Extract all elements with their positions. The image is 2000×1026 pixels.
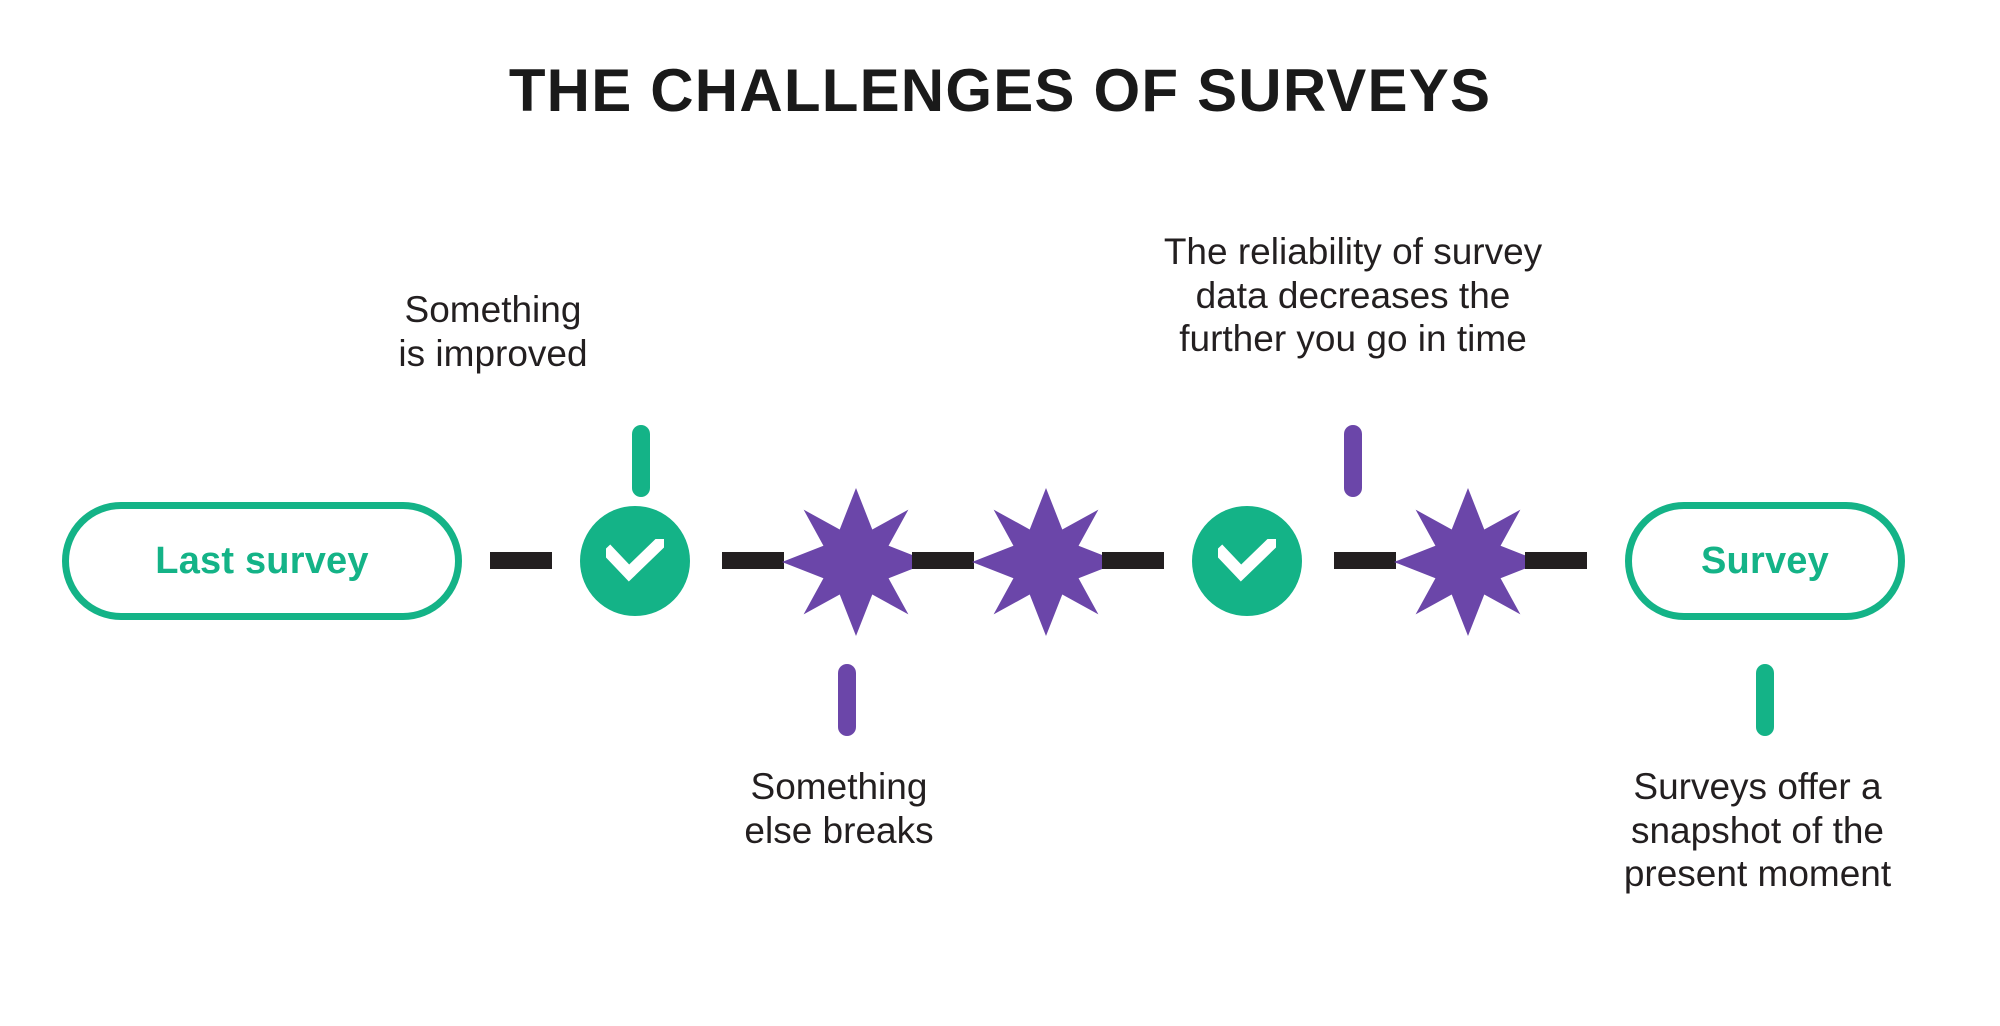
timeline-start-pill-label: Last survey — [155, 539, 369, 582]
timeline-node-check-2[interactable] — [1192, 506, 1302, 616]
stem-breaks — [838, 664, 856, 736]
timeline-node-star-1[interactable] — [782, 488, 930, 636]
timeline-dash-1 — [490, 552, 552, 569]
timeline-node-star-2[interactable] — [972, 488, 1120, 636]
callout-improved: Something is improved — [353, 288, 633, 375]
callout-improved-line-1: Something — [404, 289, 582, 330]
starburst-icon — [1394, 488, 1542, 636]
timeline-node-check-1[interactable] — [580, 506, 690, 616]
callout-breaks: Something else breaks — [694, 765, 984, 852]
stem-improved — [632, 425, 650, 497]
timeline-dash-5 — [1334, 552, 1396, 569]
timeline-end-pill-label: Survey — [1701, 539, 1829, 582]
timeline-dash-4 — [1102, 552, 1164, 569]
timeline-dash-6 — [1525, 552, 1587, 569]
callout-improved-line-2: is improved — [398, 332, 588, 374]
page-title: THE CHALLENGES OF SURVEYS — [508, 57, 1492, 124]
callout-breaks-line-2: else breaks — [744, 809, 934, 851]
callout-reliability-line-2: data decreases the — [1195, 274, 1511, 316]
timeline-end-pill[interactable]: Survey — [1625, 502, 1905, 620]
callout-breaks-line-1: Something — [750, 766, 928, 807]
callout-snapshot-line-3: present moment — [1623, 853, 1892, 895]
starburst-icon — [972, 488, 1120, 636]
callout-snapshot: Surveys offer a snapshot of the present … — [1585, 765, 1930, 896]
timeline-dash-2 — [722, 552, 784, 569]
stem-reliability — [1344, 425, 1362, 497]
callout-snapshot-line-2: snapshot of the — [1630, 809, 1885, 851]
timeline-dash-3 — [912, 552, 974, 569]
timeline: Last survey — [0, 488, 2000, 636]
timeline-start-pill[interactable]: Last survey — [62, 502, 462, 620]
timeline-node-star-3[interactable] — [1394, 488, 1542, 636]
callout-reliability-line-3: further you go in time — [1179, 318, 1527, 360]
stem-snapshot — [1756, 664, 1774, 736]
callout-reliability-line-1: The reliability of survey — [1163, 231, 1543, 272]
callout-reliability: The reliability of survey data decreases… — [1073, 230, 1633, 361]
starburst-icon — [782, 488, 930, 636]
callout-snapshot-line-1: Surveys offer a — [1633, 766, 1882, 807]
